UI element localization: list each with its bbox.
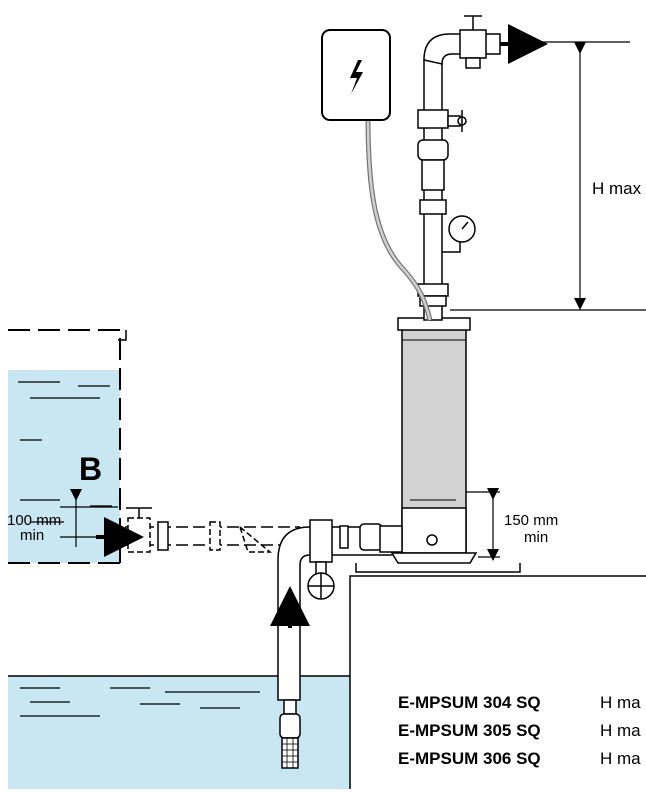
foot-valve-strainer	[282, 738, 298, 768]
model-hmax-305: H ma	[600, 721, 641, 740]
floor-slab	[349, 575, 646, 789]
dimension-150mm-value: 150 mm	[504, 512, 558, 529]
dimension-100mm-unit: min	[20, 527, 44, 544]
tank-b-label: B	[79, 451, 102, 487]
pressure-gauge-icon	[448, 215, 476, 243]
dimension-100mm-value: 100 mm	[7, 512, 61, 529]
dimension-150mm	[466, 488, 500, 561]
model-name-304: E-MPSUM 304 SQ	[398, 693, 541, 712]
inlet-pipe	[125, 507, 300, 553]
discharge-pipe	[417, 15, 501, 321]
model-hmax-304: H ma	[600, 693, 641, 712]
dimension-h-max	[450, 41, 646, 311]
lightning-bolt-icon	[350, 60, 363, 94]
model-name-305: E-MPSUM 305 SQ	[398, 721, 541, 740]
control-panel	[321, 29, 391, 121]
dimension-150mm-unit: min	[524, 529, 548, 546]
model-hmax-306: H ma	[600, 749, 641, 768]
tank-b-wall	[8, 329, 121, 563]
gate-valve	[307, 519, 383, 600]
model-list: E-MPSUM 304 SQ H ma E-MPSUM 305 SQ H ma …	[398, 693, 641, 768]
model-name-306: E-MPSUM 306 SQ	[398, 749, 541, 768]
tank-b-water	[8, 370, 120, 563]
tank-b: B	[8, 329, 127, 564]
pump-base	[355, 563, 521, 573]
pump-unit	[379, 317, 478, 564]
dimension-h-max-label: H max	[592, 179, 642, 198]
